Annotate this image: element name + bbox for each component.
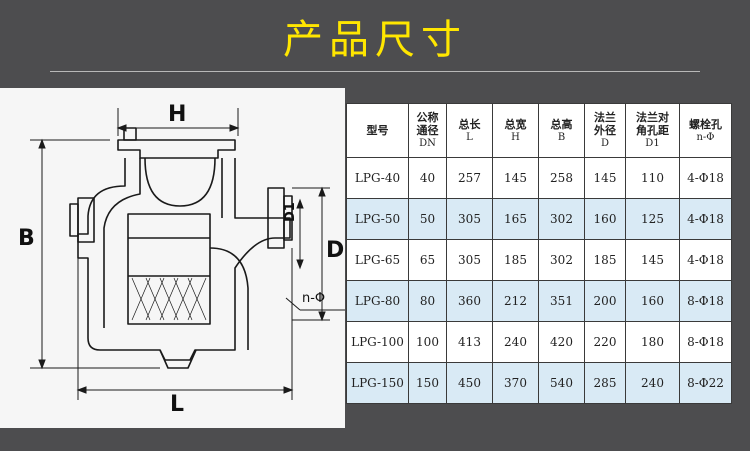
cell-h: 145 <box>492 157 539 199</box>
cell-n-phi: 4-Φ18 <box>679 198 732 240</box>
cell-d: 285 <box>584 362 626 404</box>
cell-n-phi: 8-Φ18 <box>679 280 732 322</box>
strainer-drawing-svg <box>30 108 345 400</box>
cell-l: 450 <box>446 362 493 404</box>
dimension-label-l: L <box>170 392 185 417</box>
strainer-dimension-drawing: H B L D D1 n-Φ <box>0 88 345 428</box>
cell-d: 145 <box>584 157 626 199</box>
cell-dn: 50 <box>408 198 447 240</box>
cell-d: 220 <box>584 321 626 363</box>
cell-dn: 100 <box>408 321 447 363</box>
cell-l: 257 <box>446 157 493 199</box>
dimension-label-d: D <box>326 238 345 263</box>
title-divider <box>50 71 700 72</box>
cell-d1: 240 <box>625 362 680 404</box>
cell-d1: 160 <box>625 280 680 322</box>
cell-b: 302 <box>538 239 585 281</box>
cell-model: LPG-80 <box>346 280 409 322</box>
cell-h: 212 <box>492 280 539 322</box>
cell-h: 185 <box>492 239 539 281</box>
header-model: 型号 <box>346 103 409 158</box>
cell-n-phi: 4-Φ18 <box>679 239 732 281</box>
table-row: LPG-100 100 413 240 420 220 180 8-Φ18 <box>346 321 732 363</box>
cell-d: 185 <box>584 239 626 281</box>
inlet-flange <box>77 197 95 243</box>
cell-b: 351 <box>538 280 585 322</box>
cell-l: 305 <box>446 239 493 281</box>
basket-mesh <box>131 277 207 321</box>
dimension-label-n-phi: n-Φ <box>302 291 326 306</box>
cell-d: 160 <box>584 198 626 240</box>
filter-basket <box>127 213 211 325</box>
dimension-label-b: B <box>18 226 35 251</box>
cell-h: 240 <box>492 321 539 363</box>
table-row: LPG-150 150 450 370 540 285 240 8-Φ22 <box>346 362 732 404</box>
cell-n-phi: 8-Φ22 <box>679 362 732 404</box>
cell-dn: 150 <box>408 362 447 404</box>
body-outline <box>77 158 291 361</box>
table-row: LPG-40 40 257 145 258 145 110 4-Φ18 <box>346 157 732 199</box>
cell-n-phi: 8-Φ18 <box>679 321 732 363</box>
cell-model: LPG-50 <box>346 198 409 240</box>
inner-channel <box>103 158 141 328</box>
table-row: LPG-65 65 305 185 302 185 145 4-Φ18 <box>346 239 732 281</box>
table-row: LPG-50 50 305 165 302 160 125 4-Φ18 <box>346 198 732 240</box>
cell-dn: 40 <box>408 157 447 199</box>
cell-b: 258 <box>538 157 585 199</box>
cell-model: LPG-40 <box>346 157 409 199</box>
top-cover <box>117 139 236 159</box>
table-row: LPG-80 80 360 212 351 200 160 8-Φ18 <box>346 280 732 322</box>
cell-l: 360 <box>446 280 493 322</box>
cell-d1: 110 <box>625 157 680 199</box>
cell-l: 413 <box>446 321 493 363</box>
dimension-label-h: H <box>168 102 187 127</box>
cell-model: LPG-100 <box>346 321 409 363</box>
cell-h: 165 <box>492 198 539 240</box>
cell-dn: 65 <box>408 239 447 281</box>
cell-b: 302 <box>538 198 585 240</box>
cell-b: 420 <box>538 321 585 363</box>
cell-d1: 145 <box>625 239 680 281</box>
dimension-label-d1: D1 <box>283 202 298 222</box>
page-title: 产品尺寸 <box>283 17 467 63</box>
cell-n-phi: 4-Φ18 <box>679 157 732 199</box>
cell-d1: 180 <box>625 321 680 363</box>
cell-h: 370 <box>492 362 539 404</box>
cell-d1: 125 <box>625 198 680 240</box>
drain <box>159 349 197 369</box>
cell-b: 540 <box>538 362 585 404</box>
cell-model: LPG-150 <box>346 362 409 404</box>
cell-model: LPG-65 <box>346 239 409 281</box>
cell-l: 305 <box>446 198 493 240</box>
cell-dn: 80 <box>408 280 447 322</box>
basket-dome <box>144 157 216 207</box>
cell-d: 200 <box>584 280 626 322</box>
